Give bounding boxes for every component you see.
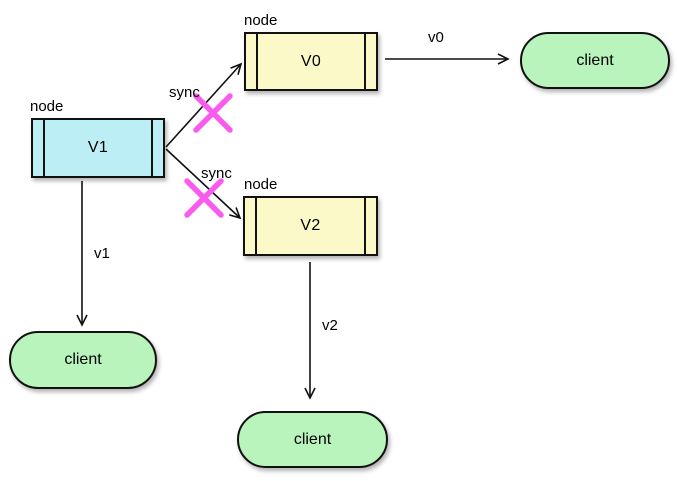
node-v1-label: V1 — [87, 139, 109, 156]
sync-failed-x-icon-bottom — [184, 178, 224, 218]
node-v2-tag: node — [244, 176, 278, 193]
node-v0: V0 — [244, 32, 378, 91]
client-top-right: client — [520, 32, 670, 89]
client-top-right-label: client — [576, 51, 614, 69]
client-bottom-center: client — [237, 411, 388, 468]
node-v0-label: V0 — [300, 52, 322, 70]
node-v0-tag: node — [244, 12, 278, 29]
edge-sync-v1-to-v2 — [165, 148, 242, 220]
edge-sync-v1-to-v0 — [165, 62, 243, 148]
node-v2-label: V2 — [300, 217, 321, 234]
edge-label-sync-bottom: sync — [201, 165, 232, 182]
node-v1-tag: node — [30, 98, 64, 115]
edge-label-v2: v2 — [322, 317, 338, 334]
client-bottom-left-label: client — [64, 351, 102, 368]
edge-label-sync-top: sync — [169, 84, 200, 101]
client-bottom-left: client — [9, 331, 157, 389]
client-bottom-center-label: client — [293, 430, 332, 448]
edge-label-v0: v0 — [428, 29, 444, 46]
edge-label-v1: v1 — [94, 245, 110, 262]
sync-failed-x-icon-top — [193, 93, 233, 133]
node-v1: V1 — [31, 118, 165, 178]
node-v2: V2 — [243, 196, 378, 256]
